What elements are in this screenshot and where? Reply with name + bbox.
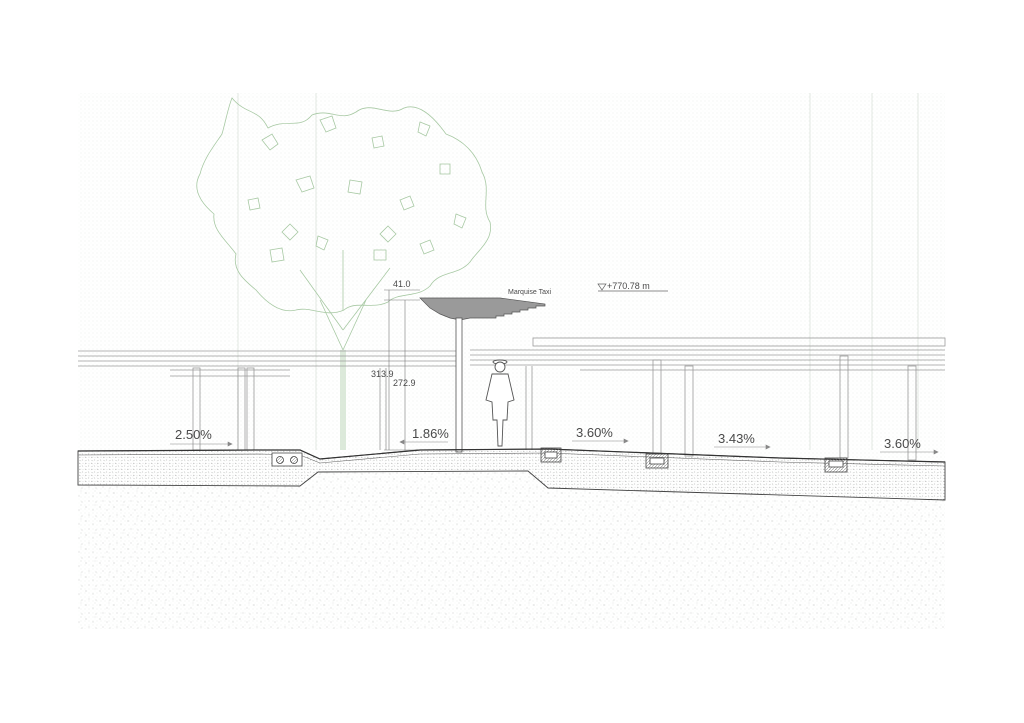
slope-label: 3.60% bbox=[884, 436, 921, 451]
slope-label: 3.43% bbox=[718, 431, 755, 446]
curb-blocks bbox=[271, 447, 848, 473]
slope-label: 3.60% bbox=[576, 425, 613, 440]
elevation-marker bbox=[597, 283, 668, 292]
marquise-label: Marquise Taxi bbox=[508, 289, 552, 296]
slope-label: 1.86% bbox=[412, 426, 449, 441]
slope-arrows bbox=[170, 438, 939, 455]
elevation-label: +770.78 m bbox=[607, 281, 650, 291]
human-figure bbox=[485, 359, 515, 447]
dimension-top: 41.0 bbox=[393, 279, 411, 289]
pergola-left bbox=[78, 350, 460, 451]
ground-surface-line bbox=[77, 448, 946, 463]
pergola-right bbox=[470, 337, 946, 461]
slope-label: 2.50% bbox=[175, 427, 212, 442]
tree bbox=[196, 97, 492, 450]
dimension-mid: 313.9 bbox=[371, 369, 394, 379]
soil-body bbox=[78, 471, 945, 629]
ground-surface-line-2 bbox=[77, 452, 946, 467]
dimension-low: 272.9 bbox=[393, 378, 416, 388]
